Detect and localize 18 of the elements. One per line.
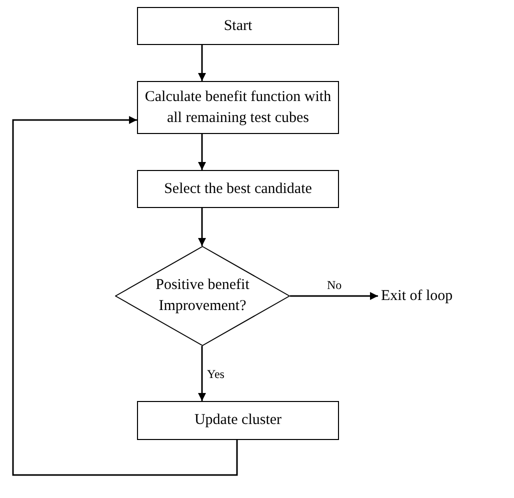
node-text: Positive benefit Improvement? xyxy=(154,276,250,316)
terminal-text: Exit of loop xyxy=(378,284,514,308)
arrow xyxy=(198,208,206,246)
node-text: Start xyxy=(224,16,252,36)
node-text: Calculate benefit function with all remaining test cubes xyxy=(144,88,332,128)
node-text: Update cluster xyxy=(194,411,282,430)
edge-label: No xyxy=(326,278,343,292)
node-text: Select the best candidate xyxy=(164,180,312,198)
arrow xyxy=(198,45,206,81)
process-box xyxy=(137,81,339,134)
decision-diamond xyxy=(115,246,290,346)
process-box xyxy=(137,7,339,45)
arrow xyxy=(198,134,206,170)
arrow xyxy=(290,292,378,300)
arrow xyxy=(12,116,238,476)
process-box xyxy=(137,401,339,440)
process-box xyxy=(137,170,339,208)
arrow xyxy=(198,346,206,401)
